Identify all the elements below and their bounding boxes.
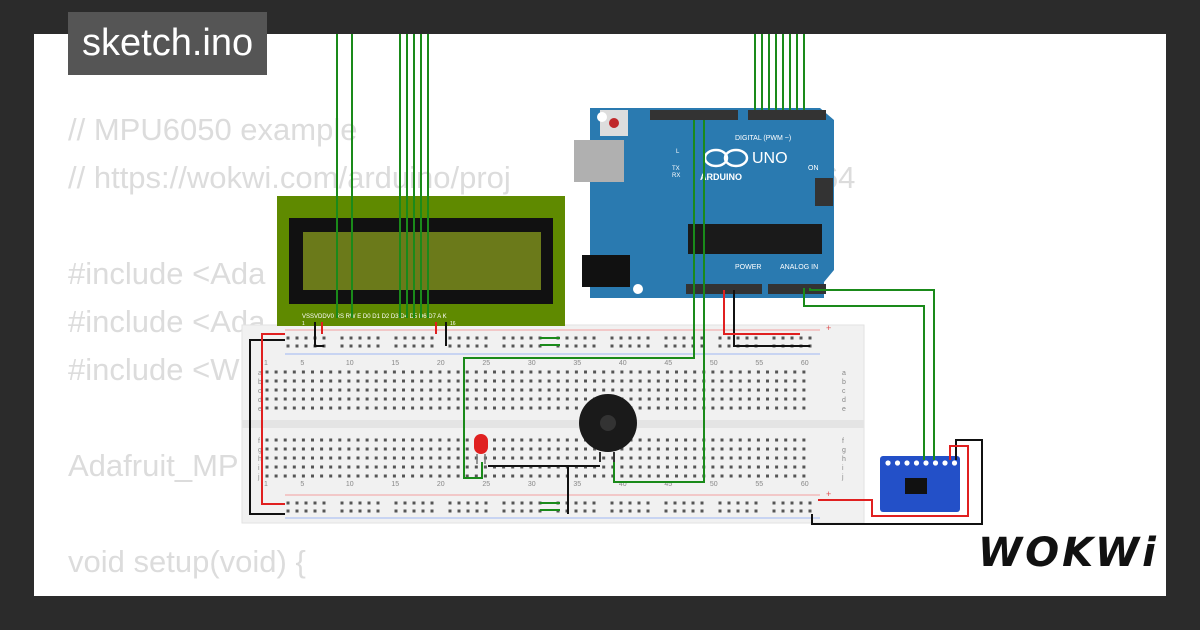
column-number: 15	[391, 481, 399, 488]
svg-text:+: +	[826, 323, 831, 333]
digital-label: DIGITAL (PWM ~)	[735, 135, 791, 142]
digital-header-left[interactable]	[650, 110, 738, 120]
row-letter: b	[258, 379, 262, 386]
column-number: 5	[300, 481, 304, 488]
lcd-pin-last: 16	[450, 321, 456, 327]
row-letter: i	[258, 465, 260, 472]
code-line: Adafruit_MP	[68, 448, 239, 483]
row-letter: i	[842, 465, 844, 472]
reset-button[interactable]	[609, 118, 619, 128]
column-number: 10	[346, 360, 354, 367]
column-number: 55	[755, 481, 763, 488]
row-letter: e	[258, 406, 262, 413]
column-number: 30	[528, 481, 536, 488]
column-number: 25	[482, 481, 490, 488]
column-number: 1	[264, 360, 268, 367]
power-jack	[582, 255, 630, 287]
column-number: 40	[619, 481, 627, 488]
analog-header[interactable]	[768, 284, 826, 294]
row-letter: a	[842, 370, 846, 377]
row-letter: c	[258, 388, 262, 395]
digital-header-right[interactable]	[748, 110, 826, 120]
row-letter: f	[258, 438, 260, 445]
tx-label: TX	[672, 166, 680, 172]
row-letter: j	[257, 474, 260, 481]
row-letter: f	[842, 438, 844, 445]
power-label: POWER	[735, 264, 761, 271]
atmega-chip	[688, 224, 822, 254]
column-number: 1	[264, 481, 268, 488]
row-letter: j	[841, 474, 844, 481]
breadboard-holes[interactable]	[265, 336, 812, 513]
wokwi-logo: WOKWi	[978, 530, 1159, 576]
lcd-pin-labels: VSSVDDV0 RS RW E D0 D1 D2 D3 D4 D5 D6 D7…	[302, 314, 447, 320]
row-letter: d	[258, 397, 262, 404]
code-line: void setup(void) {	[68, 544, 306, 579]
column-number: 45	[664, 481, 672, 488]
column-number: 20	[437, 360, 445, 367]
file-tab-title[interactable]: sketch.ino	[68, 12, 268, 75]
column-number: 25	[482, 360, 490, 367]
column-number: 60	[801, 360, 809, 367]
code-line: #include <Ada	[68, 256, 266, 291]
usb-port	[574, 140, 624, 182]
arduino-uno-board[interactable]: DIGITAL (PWM ~) UNO ARDUINO ON TX RX L P…	[574, 108, 834, 298]
row-letter: e	[842, 406, 846, 413]
row-letter: a	[258, 370, 262, 377]
svg-text:+: +	[826, 489, 831, 499]
code-line: #include <W	[68, 352, 240, 387]
analog-label: ANALOG IN	[780, 264, 818, 271]
column-number: 10	[346, 481, 354, 488]
on-label: ON	[808, 165, 819, 172]
lcd-pin-one: 1	[302, 321, 305, 327]
column-number: 60	[801, 481, 809, 488]
row-letter: d	[842, 397, 846, 404]
arduino-label: ARDUINO	[700, 172, 742, 182]
code-listing: // MPU6050 example// https://wokwi.com/a…	[68, 106, 855, 596]
column-number: 40	[619, 360, 627, 367]
row-letter: g	[842, 447, 846, 454]
row-letter: h	[258, 456, 262, 463]
mpu6050-module[interactable]	[880, 456, 960, 512]
l-label: L	[676, 149, 680, 155]
column-number: 30	[528, 360, 536, 367]
power-header[interactable]	[686, 284, 762, 294]
wires[interactable]	[249, 34, 983, 525]
column-number: 35	[573, 360, 581, 367]
row-letter: g	[258, 447, 262, 454]
code-line: Serial.begin(115200);	[68, 586, 855, 596]
column-number: 45	[664, 360, 672, 367]
column-number: 55	[755, 360, 763, 367]
row-letter: h	[842, 456, 846, 463]
column-number: 50	[710, 360, 718, 367]
column-number: 5	[300, 360, 304, 367]
row-letter: b	[842, 379, 846, 386]
column-number: 50	[710, 481, 718, 488]
column-number: 15	[391, 360, 399, 367]
column-number: 35	[573, 481, 581, 488]
rx-label: RX	[672, 173, 680, 179]
row-letter: c	[842, 388, 846, 395]
uno-label: UNO	[752, 150, 788, 167]
piezo-buzzer[interactable]	[579, 394, 637, 462]
column-number: 20	[437, 481, 445, 488]
red-led[interactable]	[474, 434, 488, 464]
